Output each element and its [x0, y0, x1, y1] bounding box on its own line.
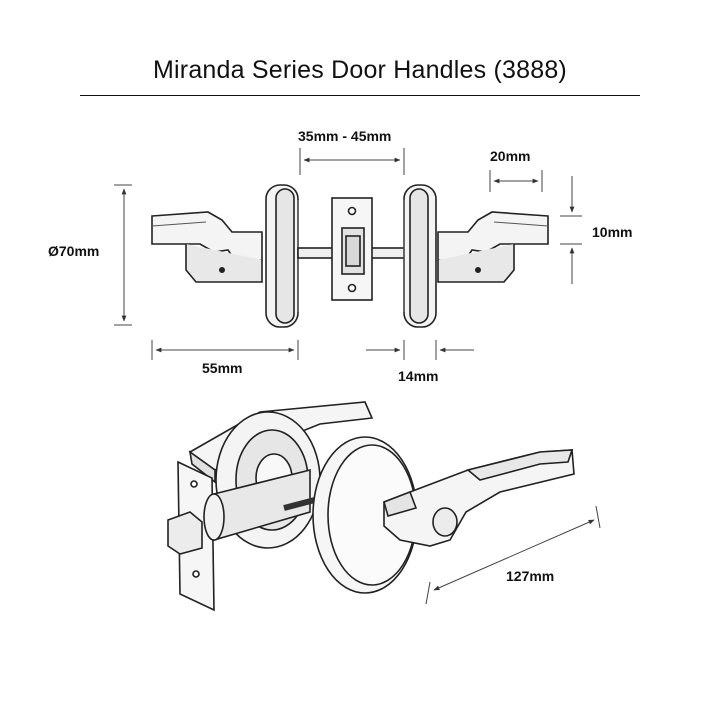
front-lever — [383, 449, 575, 547]
right-rose — [403, 184, 437, 328]
latch-tongue — [167, 511, 203, 555]
top-view — [151, 184, 549, 328]
dim-projection: 55mm — [202, 360, 243, 376]
dimension-lines-top — [114, 148, 582, 360]
dim-rose-depth: 14mm — [398, 368, 439, 384]
left-rose — [265, 184, 299, 328]
diagram-title: Miranda Series Door Handles (3888) — [153, 56, 567, 84]
latch-plate — [331, 197, 373, 301]
isometric-view — [167, 401, 575, 612]
title-underline — [80, 95, 640, 96]
dim-lever-thickness: 10mm — [592, 224, 633, 240]
left-lever — [151, 211, 263, 283]
right-lever — [437, 211, 549, 283]
dim-lever-width: 20mm — [490, 148, 531, 164]
dim-door-thickness: 35mm - 45mm — [298, 128, 392, 144]
dim-lever-length: 127mm — [506, 568, 555, 584]
dim-rose-diameter: Ø70mm — [48, 243, 100, 259]
dimension-lines-iso — [425, 505, 601, 605]
